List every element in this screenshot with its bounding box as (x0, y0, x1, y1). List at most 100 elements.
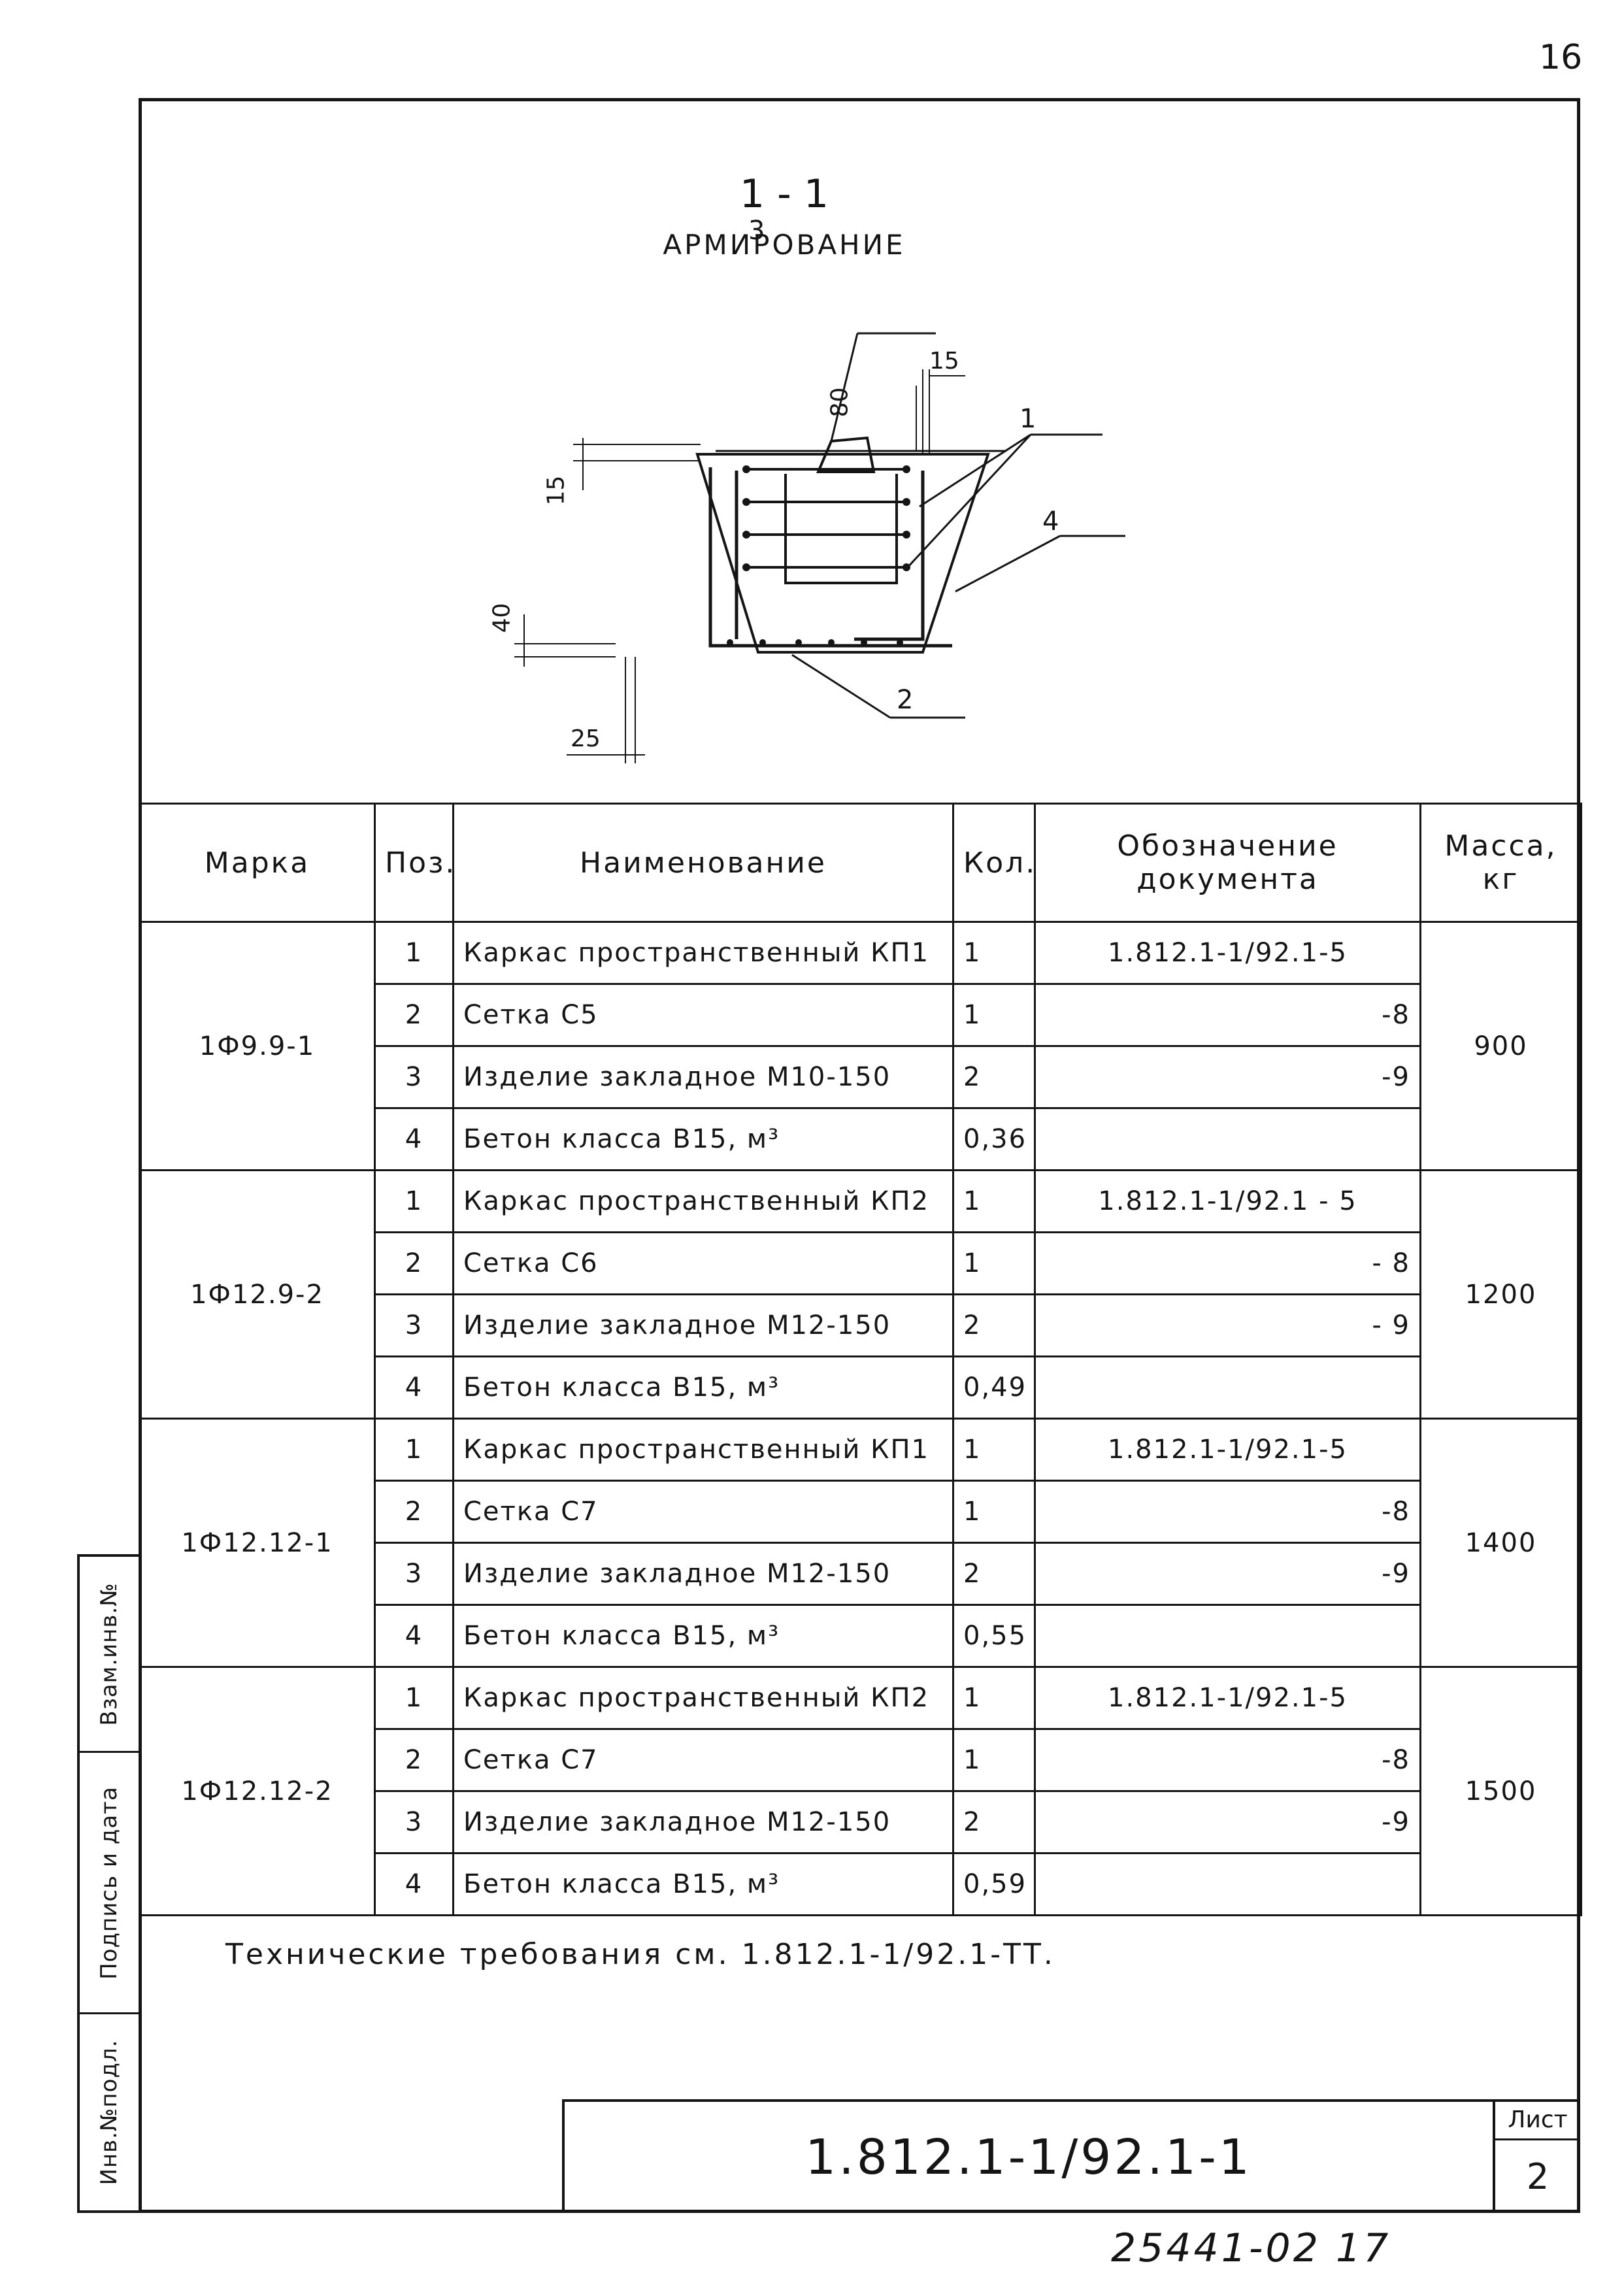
name-cell: Сетка С6 (452, 1231, 954, 1295)
table-header-row: Марка Поз. Наименование Кол. Обозначение… (139, 803, 1582, 923)
doc-cell: 1.812.1-1/92.1-5 (1034, 1418, 1421, 1482)
section-subtitle: АРМИРОВАНИЕ (663, 229, 906, 261)
name-cell: Изделие закладное М12-150 (452, 1790, 954, 1854)
technical-requirements-note: Технические требования см. 1.812.1-1/92.… (225, 1938, 1055, 1971)
leader-2 (791, 654, 891, 719)
pos-cell: 2 (374, 1231, 454, 1295)
dim-15-top: 15 (929, 348, 959, 374)
mass-cell: 900 (1419, 921, 1582, 1171)
mass-cell: 1500 (1419, 1666, 1582, 1916)
mark-cell: 1Ф12.12-1 (139, 1418, 376, 1668)
doc-cell (1034, 1107, 1421, 1171)
header-pos: Поз. (374, 803, 454, 923)
table-row: 1Ф12.12-2 1 Каркас пространственный КП2 … (139, 1666, 1582, 1916)
name-cell: Каркас пространственный КП1 (452, 1418, 954, 1482)
name-cell: Изделие закладное М10-150 (452, 1045, 954, 1109)
table-row: 2 Сетка С5 1 -8 (140, 983, 1582, 1047)
side-cell-inv-ref: Взам.инв.№ (80, 1557, 139, 1753)
doc-cell: -8 (1034, 1480, 1421, 1544)
table-row: 4 Бетон класса В15, м³ 0,49 (140, 1355, 1582, 1420)
header-name: Наименование (452, 803, 954, 923)
pos-cell: 1 (374, 1418, 454, 1482)
pos-cell: 2 (374, 983, 454, 1047)
leader-1a (919, 433, 1031, 508)
side-cell-inv-orig: Инв.№подл. (80, 2014, 139, 2210)
qty-cell: 1 (952, 1728, 1036, 1792)
table-row: 2 Сетка С7 1 -8 (140, 1728, 1582, 1792)
pos-cell: 4 (374, 1604, 454, 1668)
table-row: 3 Изделие закладное М12-150 2 -9 (140, 1542, 1582, 1606)
pos-cell: 1 (374, 1666, 454, 1730)
side-cell-sign-date: Подпись и дата (80, 1753, 139, 2014)
name-cell: Сетка С7 (452, 1728, 954, 1792)
header-qty: Кол. (952, 803, 1036, 923)
callout-2: 2 (897, 685, 914, 715)
mass-cell: 1200 (1419, 1169, 1582, 1420)
section-title: 1 - 1 (739, 171, 829, 217)
doc-cell: -9 (1034, 1045, 1421, 1109)
table-row: 3 Изделие закладное М10-150 2 -9 (140, 1045, 1582, 1109)
leader-1b (905, 433, 1032, 570)
qty-cell: 2 (952, 1045, 1036, 1109)
header-doc: Обозначение документа (1034, 803, 1421, 923)
document-code: 1.812.1-1/92.1-1 (805, 2129, 1252, 2186)
table-row: 2 Сетка С6 1 - 8 (140, 1231, 1582, 1295)
pos-cell: 1 (374, 1169, 454, 1233)
side-label-inv-ref: Взам.инв.№ (96, 1582, 122, 1726)
pos-cell: 3 (374, 1045, 454, 1109)
doc-cell (1034, 1852, 1421, 1916)
footing-outline (695, 453, 990, 654)
doc-cell: -9 (1034, 1790, 1421, 1854)
doc-cell: - 9 (1034, 1293, 1421, 1357)
table-row: 1Ф9.9-1 1 Каркас пространственный КП1 1 … (139, 921, 1582, 1171)
table-row: 3 Изделие закладное М12-150 2 - 9 (140, 1293, 1582, 1357)
mass-cell: 1400 (1419, 1418, 1582, 1668)
doc-cell: - 8 (1034, 1231, 1421, 1295)
table-row: 2 Сетка С7 1 -8 (140, 1480, 1582, 1544)
table-row: 4 Бетон класса В15, м³ 0,36 (140, 1107, 1582, 1171)
qty-cell: 1 (952, 1231, 1036, 1295)
frame-right-bar (854, 471, 925, 641)
name-cell: Бетон класса В15, м³ (452, 1355, 954, 1420)
pos-cell: 4 (374, 1107, 454, 1171)
page-number: 16 (1539, 38, 1583, 77)
pos-cell: 4 (374, 1852, 454, 1916)
pos-cell: 4 (374, 1355, 454, 1420)
qty-cell: 1 (952, 983, 1036, 1047)
header-mass: Масса, кг (1419, 803, 1582, 923)
title-block: 1.812.1-1/92.1-1 Лист 2 (562, 2099, 1580, 2213)
pos-cell: 3 (374, 1293, 454, 1357)
callout-1: 1 (1019, 404, 1036, 434)
pos-cell: 2 (374, 1728, 454, 1792)
doc-cell: 1.812.1-1/92.1 - 5 (1034, 1169, 1421, 1233)
side-stamp-strip: Взам.инв.№ Подпись и дата Инв.№подл. (77, 1554, 139, 2213)
doc-cell: 1.812.1-1/92.1-5 (1034, 1666, 1421, 1730)
name-cell: Каркас пространственный КП2 (452, 1666, 954, 1730)
dim-15-left: 15 (542, 475, 570, 506)
inner-frame (784, 474, 898, 584)
bottom-bar (708, 467, 952, 648)
qty-cell: 1 (952, 921, 1036, 985)
doc-cell: -9 (1034, 1542, 1421, 1606)
qty-cell: 2 (952, 1293, 1036, 1357)
pos-cell: 3 (374, 1542, 454, 1606)
dim-25: 25 (571, 725, 601, 752)
qty-cell: 2 (952, 1790, 1036, 1854)
leader-3 (830, 333, 859, 442)
side-label-sign-date: Подпись и дата (96, 1786, 122, 1980)
sheet-number: 2 (1526, 2156, 1549, 2197)
header-mark: Марка (139, 803, 376, 923)
name-cell: Изделие закладное М12-150 (452, 1542, 954, 1606)
table-row: 1Ф12.9-2 1 Каркас пространственный КП2 1… (139, 1169, 1582, 1420)
leader-4 (955, 535, 1061, 593)
qty-cell: 0,59 (952, 1852, 1036, 1916)
name-cell: Изделие закладное М12-150 (452, 1293, 954, 1357)
name-cell: Бетон класса В15, м³ (452, 1852, 954, 1916)
qty-cell: 2 (952, 1542, 1036, 1606)
qty-cell: 1 (952, 1169, 1036, 1233)
mark-cell: 1Ф12.9-2 (139, 1169, 376, 1420)
dim-80: 80 (826, 387, 853, 418)
qty-cell: 0,49 (952, 1355, 1036, 1420)
qty-cell: 0,36 (952, 1107, 1036, 1171)
name-cell: Бетон класса В15, м³ (452, 1604, 954, 1668)
